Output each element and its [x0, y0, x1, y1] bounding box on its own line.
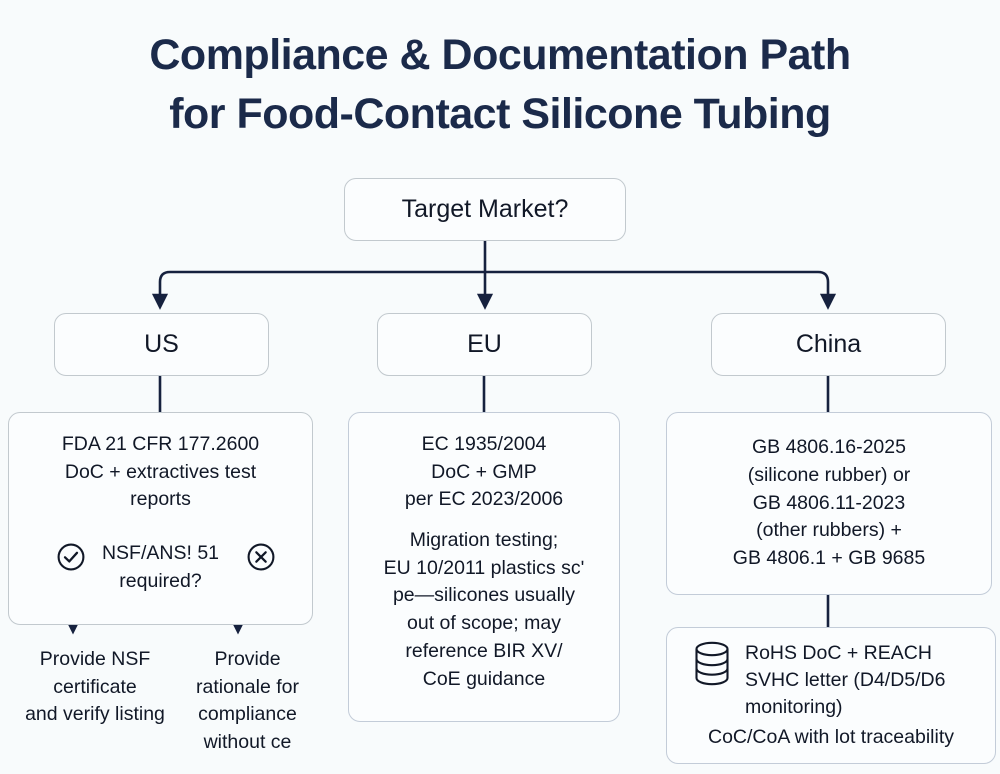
title-line-1: Compliance & Documentation Path [149, 31, 851, 79]
us-no-outcome: Provide rationale for compliance without… [196, 648, 299, 754]
check-circle-icon [56, 542, 86, 577]
x-circle-icon [246, 542, 276, 577]
us-requirement-text: FDA 21 CFR 177.2600 DoC + extractives te… [61, 433, 260, 511]
node-target-market[interactable]: Target Market? [344, 178, 626, 241]
node-eu-requirements[interactable]: EC 1935/2004 DoC + GMP per EC 2023/2006 … [348, 412, 620, 722]
node-us[interactable]: US [54, 313, 269, 376]
us-decision-row: NSF/ANS! 51 required? [8, 540, 313, 602]
node-target-market-label: Target Market? [401, 194, 569, 223]
node-eu[interactable]: EU [377, 313, 592, 376]
eu-notes-text: Migration testing; EU 10/2011 plastics s… [383, 529, 585, 690]
database-icon [692, 640, 732, 693]
node-us-label: US [144, 329, 179, 358]
china-documents-row: RoHS DoC + REACH SVHC letter (D4/D5/D6 m… [677, 640, 985, 721]
china-traceability-text: CoC/CoA with lot traceability [707, 725, 955, 748]
china-documents-text: RoHS DoC + REACH SVHC letter (D4/D5/D6 m… [745, 642, 946, 718]
node-china-standards[interactable]: GB 4806.16-2025 (silicone rubber) or GB … [666, 412, 992, 595]
node-us-requirements[interactable]: FDA 21 CFR 177.2600 DoC + extractives te… [8, 412, 313, 625]
node-china-label: China [795, 329, 862, 358]
title-line-2: for Food-Contact Silicone Tubing [169, 90, 831, 139]
connector-root-to-us [151, 270, 485, 310]
connector-root-to-china [485, 270, 837, 310]
eu-requirement-text: EC 1935/2004 DoC + GMP per EC 2023/2006 [404, 433, 564, 511]
node-china-documents[interactable]: RoHS DoC + REACH SVHC letter (D4/D5/D6 m… [666, 627, 996, 764]
china-standards-text: GB 4806.16-2025 (silicone rubber) or GB … [732, 436, 926, 570]
us-yes-outcome: Provide NSF certificate and verify listi… [25, 648, 165, 726]
page-title: Compliance & Documentation Path for Food… [0, 26, 1000, 145]
node-eu-label: EU [467, 329, 502, 358]
node-china[interactable]: China [711, 313, 946, 376]
us-decision-question: NSF/ANS! 51 required? [101, 542, 220, 592]
